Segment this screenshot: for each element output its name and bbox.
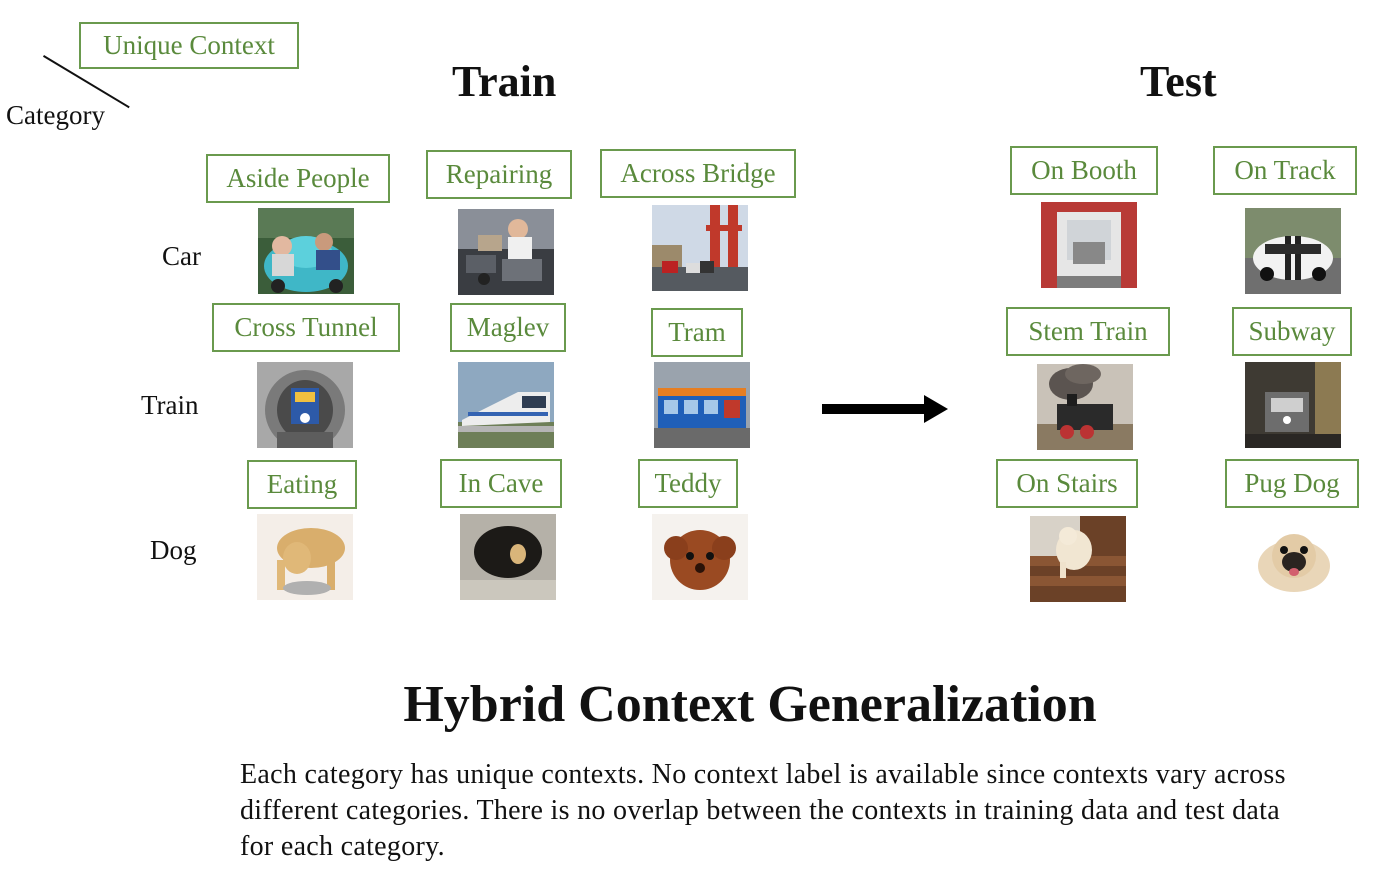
context-label: Repairing	[445, 159, 553, 189]
row-label-car: Car	[162, 241, 201, 271]
legend-context-box: Unique Context	[79, 22, 299, 69]
context-label: Subway	[1248, 316, 1336, 346]
image-car-repairing	[458, 209, 554, 295]
legend-category-label: Category	[6, 100, 105, 130]
image-dog-teddy	[652, 514, 748, 600]
context-box-aside-people: Aside People	[206, 154, 390, 203]
context-label: Maglev	[466, 312, 550, 342]
image-train-tram	[654, 362, 750, 448]
context-label: Aside People	[226, 163, 370, 193]
image-train-cross-tunnel	[257, 362, 353, 448]
context-box-on-stairs: On Stairs	[996, 459, 1138, 508]
context-label: Tram	[668, 317, 726, 347]
context-box-maglev: Maglev	[450, 303, 566, 352]
row-label-dog: Dog	[150, 535, 197, 565]
context-label: On Stairs	[1016, 468, 1118, 498]
train-section-title: Train	[452, 57, 557, 106]
context-box-stem-train: Stem Train	[1006, 307, 1170, 356]
context-box-subway: Subway	[1232, 307, 1352, 356]
context-box-pug-dog: Pug Dog	[1225, 459, 1359, 508]
image-car-aside-people	[258, 208, 354, 294]
image-train-stem-train	[1037, 364, 1133, 450]
context-box-cross-tunnel: Cross Tunnel	[212, 303, 400, 352]
image-train-maglev	[458, 362, 554, 448]
context-label: Teddy	[654, 468, 722, 498]
context-box-in-cave: In Cave	[440, 459, 562, 508]
image-car-across-bridge	[652, 205, 748, 291]
image-dog-in-cave	[460, 514, 556, 600]
context-label: Stem Train	[1028, 316, 1148, 346]
image-train-subway	[1245, 362, 1341, 448]
context-box-teddy: Teddy	[638, 459, 738, 508]
row-label-train: Train	[141, 390, 199, 420]
context-box-tram: Tram	[651, 308, 743, 357]
context-label: Across Bridge	[620, 158, 776, 188]
context-box-on-track: On Track	[1213, 146, 1357, 195]
context-label: Cross Tunnel	[234, 312, 378, 342]
context-label: In Cave	[458, 468, 544, 498]
figure-title: Hybrid Context Generalization	[403, 676, 1097, 733]
image-dog-pug-dog	[1244, 514, 1340, 600]
right-arrow-icon	[822, 393, 948, 425]
context-label: On Booth	[1031, 155, 1137, 185]
context-label: Eating	[266, 469, 338, 499]
image-car-on-booth	[1041, 202, 1137, 288]
context-label: On Track	[1234, 155, 1336, 185]
context-box-across-bridge: Across Bridge	[600, 149, 796, 198]
image-car-on-track	[1245, 208, 1341, 294]
image-dog-on-stairs	[1030, 516, 1126, 602]
context-box-repairing: Repairing	[426, 150, 572, 199]
context-box-on-booth: On Booth	[1010, 146, 1158, 195]
legend-context-label: Unique Context	[103, 30, 275, 60]
test-section-title: Test	[1140, 57, 1217, 106]
figure-description: Each category has unique contexts. No co…	[240, 759, 1286, 862]
context-label: Pug Dog	[1244, 468, 1340, 498]
context-box-eating: Eating	[247, 460, 357, 509]
image-dog-eating	[257, 514, 353, 600]
